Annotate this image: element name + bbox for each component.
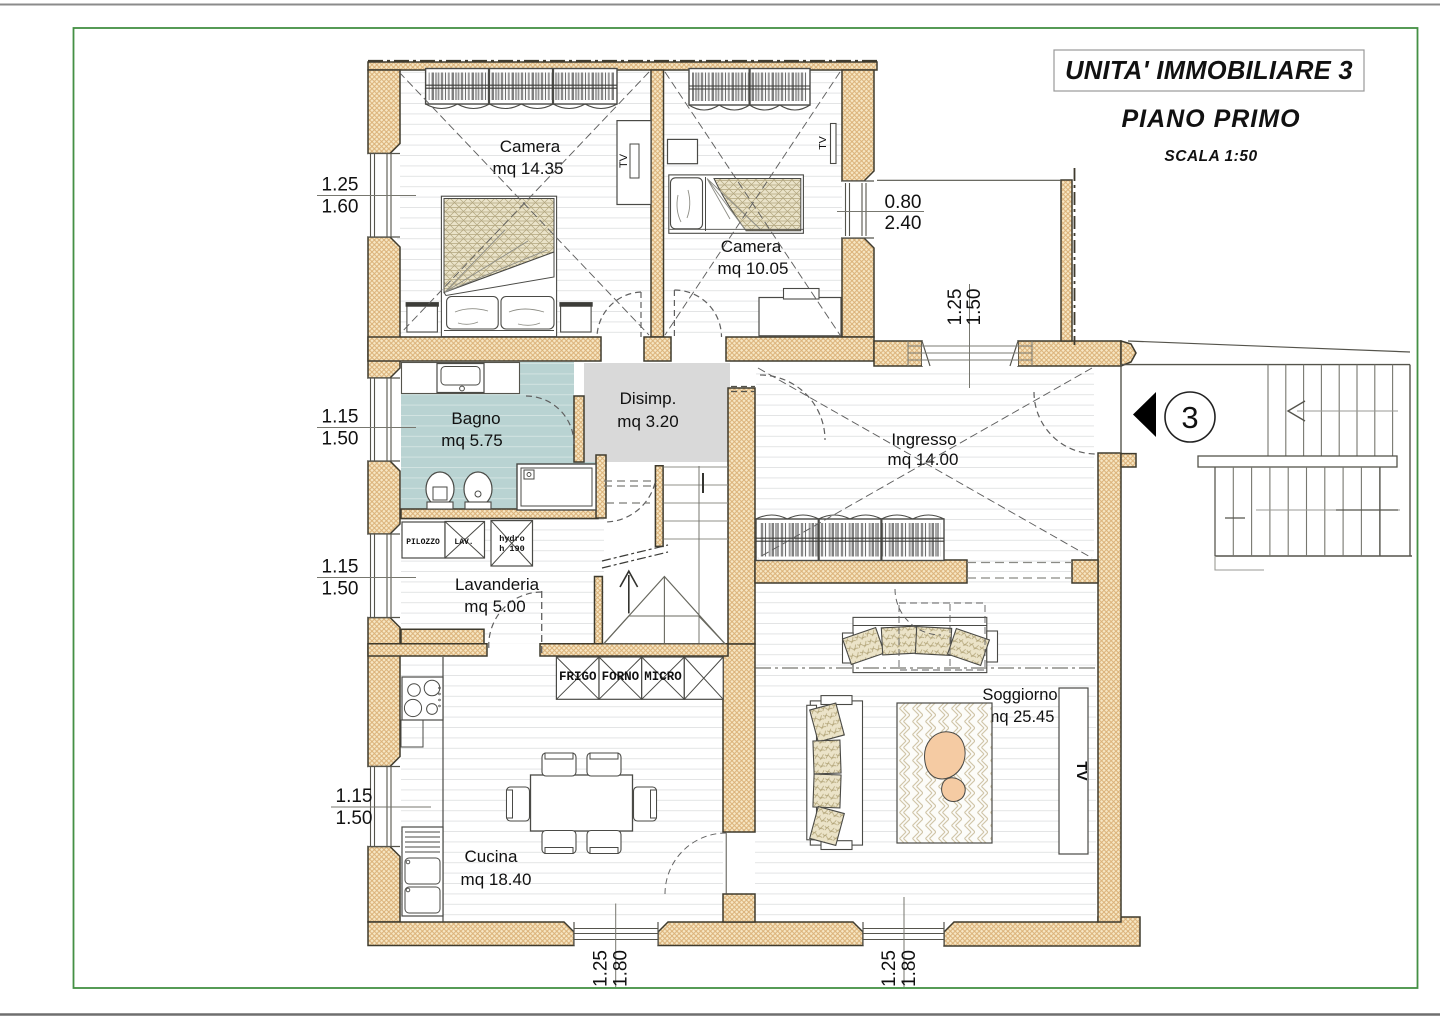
svg-text:Disimp.: Disimp. bbox=[620, 389, 677, 408]
svg-text:1.50: 1.50 bbox=[336, 808, 373, 829]
svg-text:1.15: 1.15 bbox=[322, 557, 359, 578]
svg-text:1.25: 1.25 bbox=[322, 175, 359, 196]
svg-text:0.80: 0.80 bbox=[885, 192, 922, 213]
svg-text:Ingresso: Ingresso bbox=[891, 430, 956, 449]
svg-text:2.40: 2.40 bbox=[885, 213, 922, 234]
svg-text:SCALA 1:50: SCALA 1:50 bbox=[1164, 148, 1257, 165]
svg-text:1.80: 1.80 bbox=[899, 950, 920, 987]
svg-text:TV: TV bbox=[817, 136, 829, 149]
svg-text:1.60: 1.60 bbox=[322, 197, 359, 218]
svg-text:hydro: hydro bbox=[499, 534, 525, 544]
svg-text:mq 14.35: mq 14.35 bbox=[493, 159, 564, 178]
svg-text:PILOZZO: PILOZZO bbox=[406, 538, 440, 547]
svg-text:Camera: Camera bbox=[721, 237, 782, 256]
svg-text:h 190: h 190 bbox=[499, 544, 525, 554]
svg-text:MICRO: MICRO bbox=[644, 670, 682, 684]
svg-text:1.25: 1.25 bbox=[945, 289, 966, 326]
svg-text:Soggiorno: Soggiorno bbox=[982, 686, 1057, 704]
svg-text:FRIGO: FRIGO bbox=[559, 670, 597, 684]
svg-text:3: 3 bbox=[1181, 400, 1198, 435]
svg-text:1.50: 1.50 bbox=[964, 289, 985, 326]
svg-text:mq 5.75: mq 5.75 bbox=[441, 431, 502, 450]
svg-text:UNITA' IMMOBILIARE 3: UNITA' IMMOBILIARE 3 bbox=[1065, 57, 1353, 85]
svg-text:1.80: 1.80 bbox=[611, 950, 632, 987]
svg-text:1.15: 1.15 bbox=[322, 407, 359, 428]
svg-text:mq 14.00: mq 14.00 bbox=[888, 450, 959, 469]
svg-text:PIANO PRIMO: PIANO PRIMO bbox=[1121, 105, 1300, 133]
svg-text:TV: TV bbox=[1073, 761, 1090, 780]
svg-text:mq 10.05: mq 10.05 bbox=[718, 259, 789, 278]
svg-text:Lavanderia: Lavanderia bbox=[455, 575, 540, 594]
svg-text:Bagno: Bagno bbox=[451, 409, 500, 428]
svg-text:LAV.: LAV. bbox=[454, 538, 473, 547]
svg-text:Cucina: Cucina bbox=[465, 847, 518, 866]
svg-text:mq 3.20: mq 3.20 bbox=[617, 412, 678, 431]
svg-text:1.50: 1.50 bbox=[322, 579, 359, 600]
svg-text:FORNO: FORNO bbox=[602, 670, 640, 684]
svg-text:Camera: Camera bbox=[500, 137, 561, 156]
svg-text:1.25: 1.25 bbox=[591, 950, 612, 987]
svg-text:mq 25.45: mq 25.45 bbox=[986, 708, 1055, 726]
svg-text:mq 18.40: mq 18.40 bbox=[461, 870, 532, 889]
svg-text:1.50: 1.50 bbox=[322, 429, 359, 450]
svg-text:TV: TV bbox=[618, 153, 630, 168]
svg-text:mq 5.00: mq 5.00 bbox=[464, 597, 525, 616]
svg-text:1.25: 1.25 bbox=[879, 950, 900, 987]
svg-text:1.15: 1.15 bbox=[336, 786, 373, 807]
